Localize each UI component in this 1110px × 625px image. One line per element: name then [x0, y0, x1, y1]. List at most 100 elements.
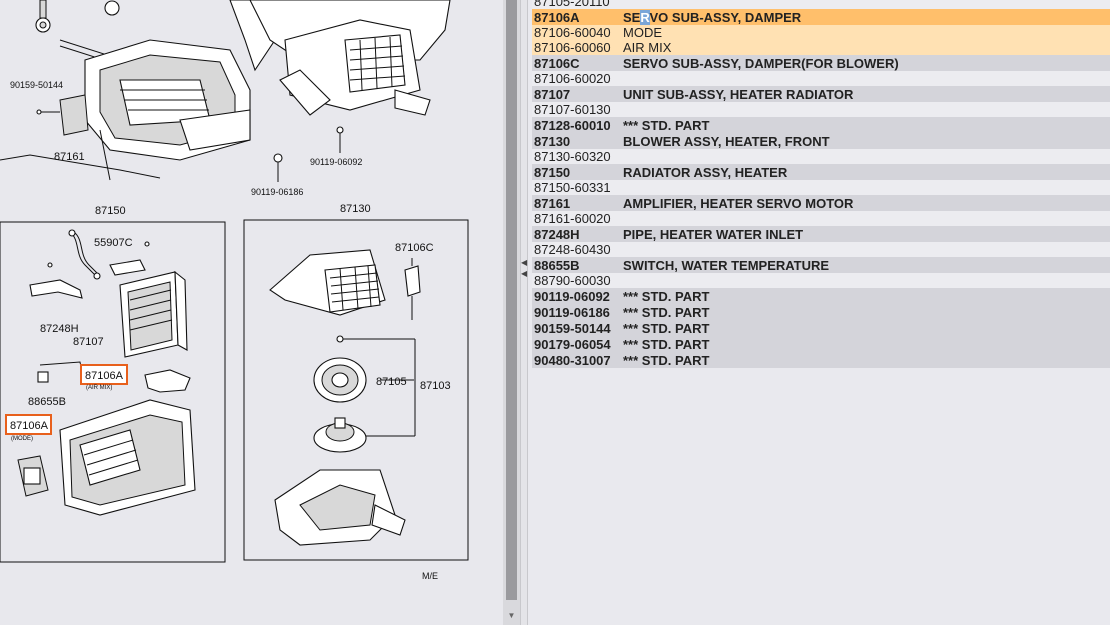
callout-87161[interactable]: 87161: [54, 151, 85, 163]
part-row[interactable]: 87248H PIPE, HEATER WATER INLET: [532, 226, 1110, 242]
part-description: RADIATOR ASSY, HEATER: [623, 164, 788, 180]
part-code: 87105-20110: [534, 0, 610, 9]
callout-87107[interactable]: 87107: [73, 336, 104, 348]
callout-90119-06186[interactable]: 90119-06186: [251, 187, 303, 197]
part-code: 90179-06054: [534, 336, 611, 352]
callout-87106c[interactable]: 87106C: [395, 242, 434, 254]
part-row[interactable]: 87106A SERVO SUB-ASSY, DAMPER: [532, 9, 1110, 25]
part-description: SERVO SUB-ASSY, DAMPER: [623, 9, 1110, 25]
part-row[interactable]: 87107 UNIT SUB-ASSY, HEATER RADIATOR: [532, 86, 1110, 102]
part-row[interactable]: 90179-06054 *** STD. PART: [532, 336, 1110, 352]
part-code: 87106-60020: [534, 71, 611, 86]
part-row[interactable]: 87106C SERVO SUB-ASSY, DAMPER(FOR BLOWER): [532, 55, 1110, 71]
part-description: *** STD. PART: [623, 117, 710, 133]
scroll-down-arrow-icon[interactable]: ▼: [507, 611, 516, 620]
callout-87103[interactable]: 87103: [420, 380, 451, 392]
part-code: 87130: [534, 133, 571, 149]
part-description: *** STD. PART: [623, 304, 710, 320]
part-description: SWITCH, WATER TEMPERATURE: [623, 257, 830, 273]
part-row[interactable]: 87128-60010 *** STD. PART: [532, 117, 1110, 133]
part-code: 87106A: [534, 9, 580, 25]
part-description: *** STD. PART: [623, 320, 710, 336]
part-code: 87161-60020: [534, 211, 611, 226]
text-cursor-selection: R: [640, 9, 650, 25]
diagram-scroll-thumb[interactable]: [506, 0, 517, 600]
part-description: MODE: [623, 25, 662, 40]
part-description: *** STD. PART: [623, 352, 710, 368]
heater-radiator-drawing: [17, 229, 196, 516]
part-row[interactable]: 87161 AMPLIFIER, HEATER SERVO MOTOR: [532, 195, 1110, 211]
part-number-row[interactable]: 88790-60030: [532, 273, 1110, 288]
part-description: AMPLIFIER, HEATER SERVO MOTOR: [623, 195, 854, 211]
part-code: 87130-60320: [534, 149, 611, 164]
diagram-vertical-scrollbar[interactable]: ▼: [503, 0, 520, 625]
callout-88655b[interactable]: 88655B: [28, 396, 66, 408]
callout-87105[interactable]: 87105: [376, 376, 407, 388]
part-code: 87150-60331: [534, 180, 611, 195]
part-description: SERVO SUB-ASSY, DAMPER(FOR BLOWER): [623, 55, 899, 71]
group-box-87150: [0, 221, 226, 563]
part-code: 90159-50144: [534, 320, 611, 336]
part-number-row[interactable]: 87130-60320: [532, 149, 1110, 164]
part-code: 87150: [534, 164, 571, 180]
part-code: 87106C: [534, 55, 580, 71]
part-row[interactable]: 90159-50144 *** STD. PART: [532, 320, 1110, 336]
callout-90159-50144[interactable]: 90159-50144: [10, 80, 63, 90]
group-box-87130: [243, 219, 469, 561]
part-description: *** STD. PART: [623, 288, 710, 304]
parts-diagram[interactable]: 90159-50144 87161 90119-06092 90119-0618…: [0, 0, 503, 625]
part-description: *** STD. PART: [623, 336, 710, 352]
part-row[interactable]: 88655B SWITCH, WATER TEMPERATURE: [532, 257, 1110, 273]
part-description-text: SE: [623, 9, 641, 25]
part-description: PIPE, HEATER WATER INLET: [623, 226, 804, 242]
part-number-row[interactable]: 87106-60020: [532, 71, 1110, 86]
part-code: 90480-31007: [534, 352, 611, 368]
part-number-row[interactable]: 87248-60430: [532, 242, 1110, 257]
part-number-row[interactable]: 87105-20110: [532, 0, 1110, 9]
part-number-row[interactable]: 87107-60130: [532, 102, 1110, 117]
part-row[interactable]: 90119-06186 *** STD. PART: [532, 304, 1110, 320]
parts-diagram-panel[interactable]: 90159-50144 87161 90119-06092 90119-0618…: [0, 0, 503, 625]
part-code: 87106-60060: [534, 40, 611, 55]
part-code: 90119-06092: [534, 288, 610, 304]
part-description: AIR MIX: [623, 40, 672, 55]
callout-87130[interactable]: 87130: [340, 203, 371, 215]
callout-air-mix-note: (AIR MIX): [86, 385, 112, 391]
part-code: 87128-60010: [534, 117, 611, 133]
part-number-row[interactable]: 87106-60060 AIR MIX: [532, 40, 1110, 55]
part-description: UNIT SUB-ASSY, HEATER RADIATOR: [623, 86, 854, 102]
callout-87106a-air-mix[interactable]: 87106A: [85, 370, 124, 382]
part-code: 88790-60030: [534, 273, 611, 288]
part-row[interactable]: 90480-31007 *** STD. PART: [532, 352, 1110, 368]
part-number-row[interactable]: 87161-60020: [532, 211, 1110, 226]
part-code: 87107: [534, 86, 571, 102]
part-code: 88655B: [534, 257, 580, 273]
part-code: 87248H: [534, 226, 580, 242]
callout-90119-06092[interactable]: 90119-06092: [310, 157, 362, 167]
blower-assembly-drawing: [269, 249, 421, 546]
callout-87106a-mode[interactable]: 87106A: [10, 420, 49, 432]
part-code: 87106-60040: [534, 25, 611, 40]
splitter-left-arrow-icon[interactable]: ◀: [521, 258, 528, 267]
part-code: 90119-06186: [534, 304, 610, 320]
part-description-text: VO SUB-ASSY, DAMPER: [649, 9, 802, 25]
callout-87248h[interactable]: 87248H: [40, 323, 79, 335]
part-row[interactable]: 90119-06092 *** STD. PART: [532, 288, 1110, 304]
callout-mode-note: (MODE): [11, 436, 33, 442]
part-code: 87161: [534, 195, 571, 211]
callout-highlight-mode: [5, 414, 52, 435]
part-number-row[interactable]: 87150-60331: [532, 180, 1110, 195]
part-row[interactable]: 87150 RADIATOR ASSY, HEATER: [532, 164, 1110, 180]
splitter-right-arrow-icon[interactable]: ◀: [521, 269, 528, 278]
callout-55907c[interactable]: 55907C: [94, 237, 133, 249]
upper-assembly-drawing: [0, 0, 451, 182]
diagram-id-label: M/E: [422, 571, 438, 581]
part-code: 87248-60430: [534, 242, 611, 257]
callout-87150[interactable]: 87150: [95, 205, 126, 217]
part-code: 87107-60130: [534, 102, 611, 117]
part-number-row[interactable]: 87106-60040 MODE: [532, 25, 1110, 40]
panel-splitter[interactable]: ◀ ◀: [520, 0, 528, 625]
